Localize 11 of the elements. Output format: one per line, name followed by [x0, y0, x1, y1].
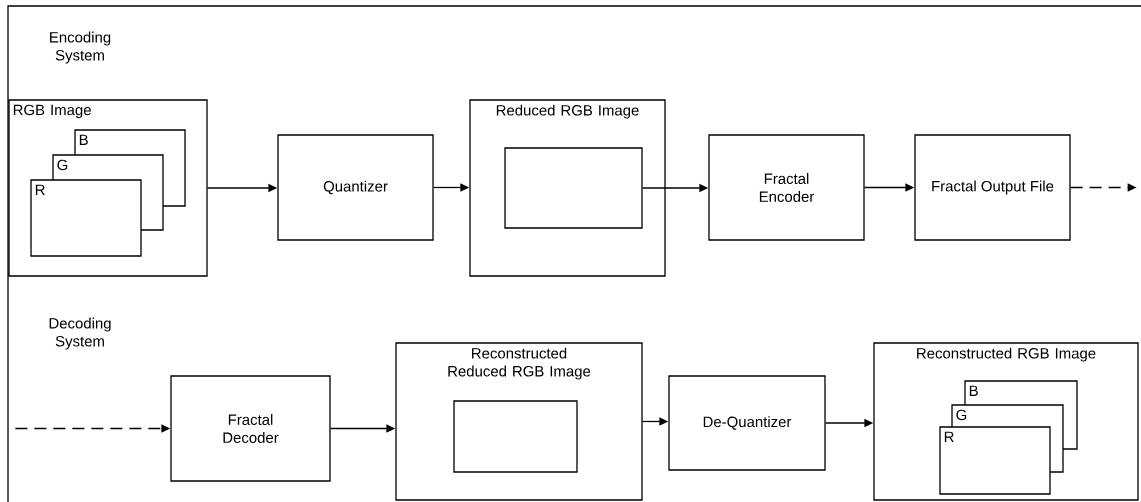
- plane-box: R: [30, 179, 142, 257]
- empty-box: [453, 400, 578, 473]
- empty-box: [504, 147, 643, 229]
- process-box: De-Quantizer: [668, 375, 826, 471]
- section-label: Encoding System: [50, 31, 111, 64]
- process-box: Fractal Output File: [914, 134, 1071, 241]
- section-label: Decoding System: [49, 317, 111, 350]
- process-box: Quantizer: [277, 134, 434, 241]
- process-box: Fractal Decoder: [170, 375, 331, 482]
- process-box: Fractal Encoder: [708, 134, 865, 241]
- plane-box: R: [939, 426, 1051, 495]
